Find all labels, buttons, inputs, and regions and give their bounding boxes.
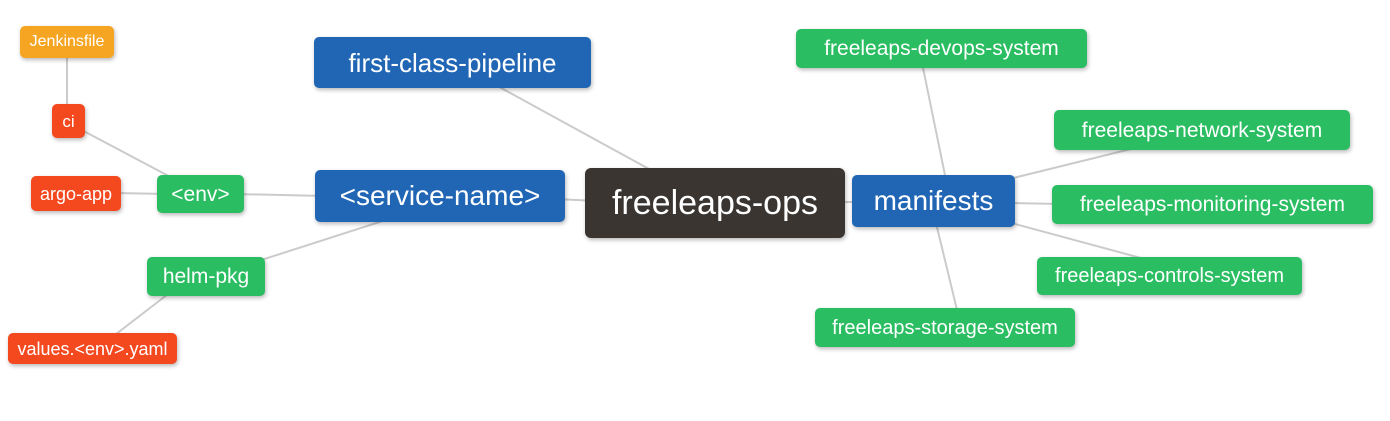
node-first-class-pipeline[interactable]: first-class-pipeline bbox=[314, 37, 591, 88]
edge-manifests--freeleaps-controls-system bbox=[1003, 220, 1153, 262]
node-ci[interactable]: ci bbox=[52, 104, 85, 138]
edge-manifests--freeleaps-devops-system bbox=[920, 57, 948, 186]
node-freeleaps-network-system[interactable]: freeleaps-network-system bbox=[1054, 110, 1350, 150]
edge-first-class-pipeline--freeleaps-ops bbox=[491, 82, 661, 176]
edge-manifests--freeleaps-network-system bbox=[1004, 147, 1136, 181]
node-helm-pkg[interactable]: helm-pkg bbox=[147, 257, 265, 296]
edge-manifests--freeleaps-storage-system bbox=[934, 218, 959, 315]
node-env[interactable]: <env> bbox=[157, 175, 244, 213]
node-values-env-yaml[interactable]: values.<env>.yaml bbox=[8, 333, 177, 364]
node-argo-app[interactable]: argo-app bbox=[31, 176, 121, 211]
edge-ci--env bbox=[75, 126, 181, 183]
node-manifests[interactable]: manifests bbox=[852, 175, 1015, 227]
node-freeleaps-controls-system[interactable]: freeleaps-controls-system bbox=[1037, 257, 1302, 295]
node-freeleaps-devops-system[interactable]: freeleaps-devops-system bbox=[796, 29, 1087, 68]
node-service-name[interactable]: <service-name> bbox=[315, 170, 565, 222]
node-freeleaps-ops[interactable]: freeleaps-ops bbox=[585, 168, 845, 238]
node-freeleaps-monitoring-system[interactable]: freeleaps-monitoring-system bbox=[1052, 185, 1373, 224]
edge-env--service-name bbox=[234, 193, 326, 197]
node-jenkinsfile[interactable]: Jenkinsfile bbox=[20, 26, 114, 58]
node-freeleaps-storage-system[interactable]: freeleaps-storage-system bbox=[815, 308, 1075, 347]
edge-values-env-yaml--helm-pkg bbox=[106, 290, 173, 342]
edge-helm-pkg--service-name bbox=[251, 216, 396, 264]
